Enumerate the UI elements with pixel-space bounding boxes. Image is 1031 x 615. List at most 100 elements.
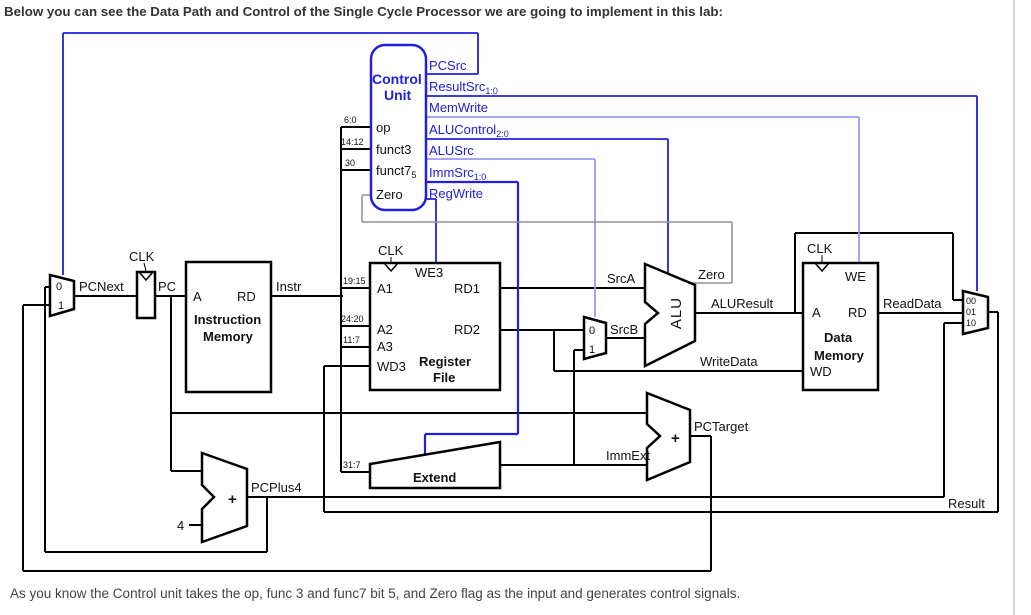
- result-mux: [961, 289, 990, 336]
- slice-a1: 19:15: [343, 276, 366, 286]
- slice-funct7: 30: [345, 158, 355, 168]
- blocks: [48, 260, 990, 544]
- wire-resultsrc: [426, 95, 978, 291]
- clk-wedge-pc: [138, 271, 154, 282]
- regfile-port-we3: WE3: [415, 265, 443, 280]
- dmem-port-rd: RD: [848, 305, 867, 320]
- light-blue-control-wires: [426, 116, 860, 317]
- imem-title2: Memory: [203, 329, 254, 344]
- wire-zero-flag: [361, 194, 733, 284]
- blue-control-wires: [62, 32, 978, 457]
- wire-result: [323, 311, 999, 513]
- wire-pc: [74, 295, 647, 472]
- clk-wedge-regfile: [383, 262, 399, 273]
- pc-register: [135, 270, 157, 320]
- label-pcnext: PCNext: [79, 279, 124, 294]
- control-input-zero: Zero: [376, 187, 403, 202]
- alu-shape: [643, 262, 697, 369]
- slice-extend: 31:7: [343, 460, 361, 470]
- result-mux-10: 10: [966, 318, 976, 328]
- dmem-title: Data: [824, 330, 853, 345]
- alu-title: ALU: [668, 297, 685, 329]
- label-aluresult: ALUResult: [711, 296, 774, 311]
- pcplus4-adder-shape: [200, 451, 249, 544]
- const-four: 4: [177, 518, 184, 533]
- clk-line-pc: [143, 262, 147, 272]
- label-regwrite: RegWrite: [429, 186, 483, 201]
- regfile-title: Register: [419, 354, 471, 369]
- label-immsrc: ImmSrc1:0: [429, 165, 486, 182]
- data-memory-box: [801, 261, 880, 392]
- slice-op: 6:0: [344, 115, 357, 125]
- wire-pctarget: [22, 304, 712, 572]
- pcnext-mux-0: 0: [56, 281, 62, 293]
- control-input-funct7: funct75: [376, 163, 416, 180]
- wire-memwrite: [426, 116, 860, 263]
- label-alusrc: ALUSrc: [429, 143, 474, 158]
- wire-rd2-writedata: [500, 329, 803, 372]
- result-mux-00: 00: [966, 296, 976, 306]
- slice-a2: 24:20: [341, 314, 364, 324]
- control-unit-title: Control: [372, 71, 422, 87]
- label-pc: PC: [158, 279, 176, 294]
- wire-instr-bus: [271, 126, 371, 473]
- extend-box: [368, 440, 502, 490]
- srcb-mux: [582, 315, 608, 361]
- control-unit-title2: Unit: [384, 87, 412, 103]
- register-file-box: [368, 261, 502, 392]
- label-srcb: SrcB: [610, 322, 638, 337]
- result-mux-01: 01: [966, 307, 976, 317]
- pcnext-mux-1: 1: [58, 300, 64, 312]
- regfile-title2: File: [433, 370, 455, 385]
- slice-a3: 11:7: [343, 335, 360, 345]
- black-wires: [22, 126, 999, 572]
- label-alucontrol: ALUControl2:0: [429, 122, 509, 139]
- clk-label-dmem: CLK: [807, 241, 833, 256]
- regfile-port-rd1: RD1: [454, 281, 480, 296]
- wire-regwrite: [426, 198, 437, 263]
- pcnext-mux: [48, 273, 76, 318]
- wire-alucontrol: [426, 138, 669, 275]
- intro-text: Below you can see the Data Path and Cont…: [4, 4, 723, 19]
- label-pcsrc: PCSrc: [429, 58, 467, 73]
- label-immext: ImmExt: [606, 448, 650, 463]
- label-pcplus4: PCPlus4: [251, 480, 302, 495]
- clock-wedges: [138, 255, 830, 282]
- label-result: Result: [948, 496, 985, 511]
- label-memwrite: MemWrite: [429, 100, 488, 115]
- clk-label-pc: CLK: [129, 249, 155, 264]
- imem-title: Instruction: [194, 312, 261, 327]
- dmem-port-wd: WD: [810, 364, 832, 379]
- regfile-port-wd3: WD3: [377, 359, 406, 374]
- regfile-port-a1: A1: [377, 281, 393, 296]
- wire-immext: [500, 349, 647, 466]
- label-srca: SrcA: [607, 271, 636, 286]
- wire-alusrc: [426, 158, 596, 317]
- wire-pcsrc: [62, 32, 479, 275]
- dmem-title2: Memory: [814, 348, 865, 363]
- clk-label-regfile: CLK: [378, 243, 404, 258]
- srcb-mux-0: 0: [589, 325, 595, 337]
- wire-aluresult: [695, 232, 963, 314]
- dmem-port-we: WE: [845, 269, 866, 284]
- label-instr: Instr: [276, 279, 302, 294]
- label-readdata: ReadData: [883, 296, 942, 311]
- wire-pcplus4: [44, 286, 963, 553]
- pctarget-adder-plus: +: [671, 430, 680, 447]
- label-resultsrc: ResultSrc1:0: [429, 79, 498, 96]
- slice-funct3: 14:12: [341, 137, 364, 147]
- wire-immsrc: [423, 180, 520, 457]
- label-zero: Zero: [698, 267, 725, 282]
- imem-port-rd: RD: [237, 289, 256, 304]
- instruction-memory-box: [184, 260, 273, 394]
- extend-title: Extend: [413, 470, 456, 485]
- regfile-port-rd2: RD2: [454, 322, 480, 337]
- pctarget-adder-shape: [645, 391, 692, 482]
- imem-port-a: A: [193, 289, 202, 304]
- regfile-port-a3: A3: [377, 339, 393, 354]
- content-right-border: [1013, 0, 1015, 615]
- pcplus4-adder-plus: +: [228, 491, 237, 508]
- control-input-op: op: [376, 120, 390, 135]
